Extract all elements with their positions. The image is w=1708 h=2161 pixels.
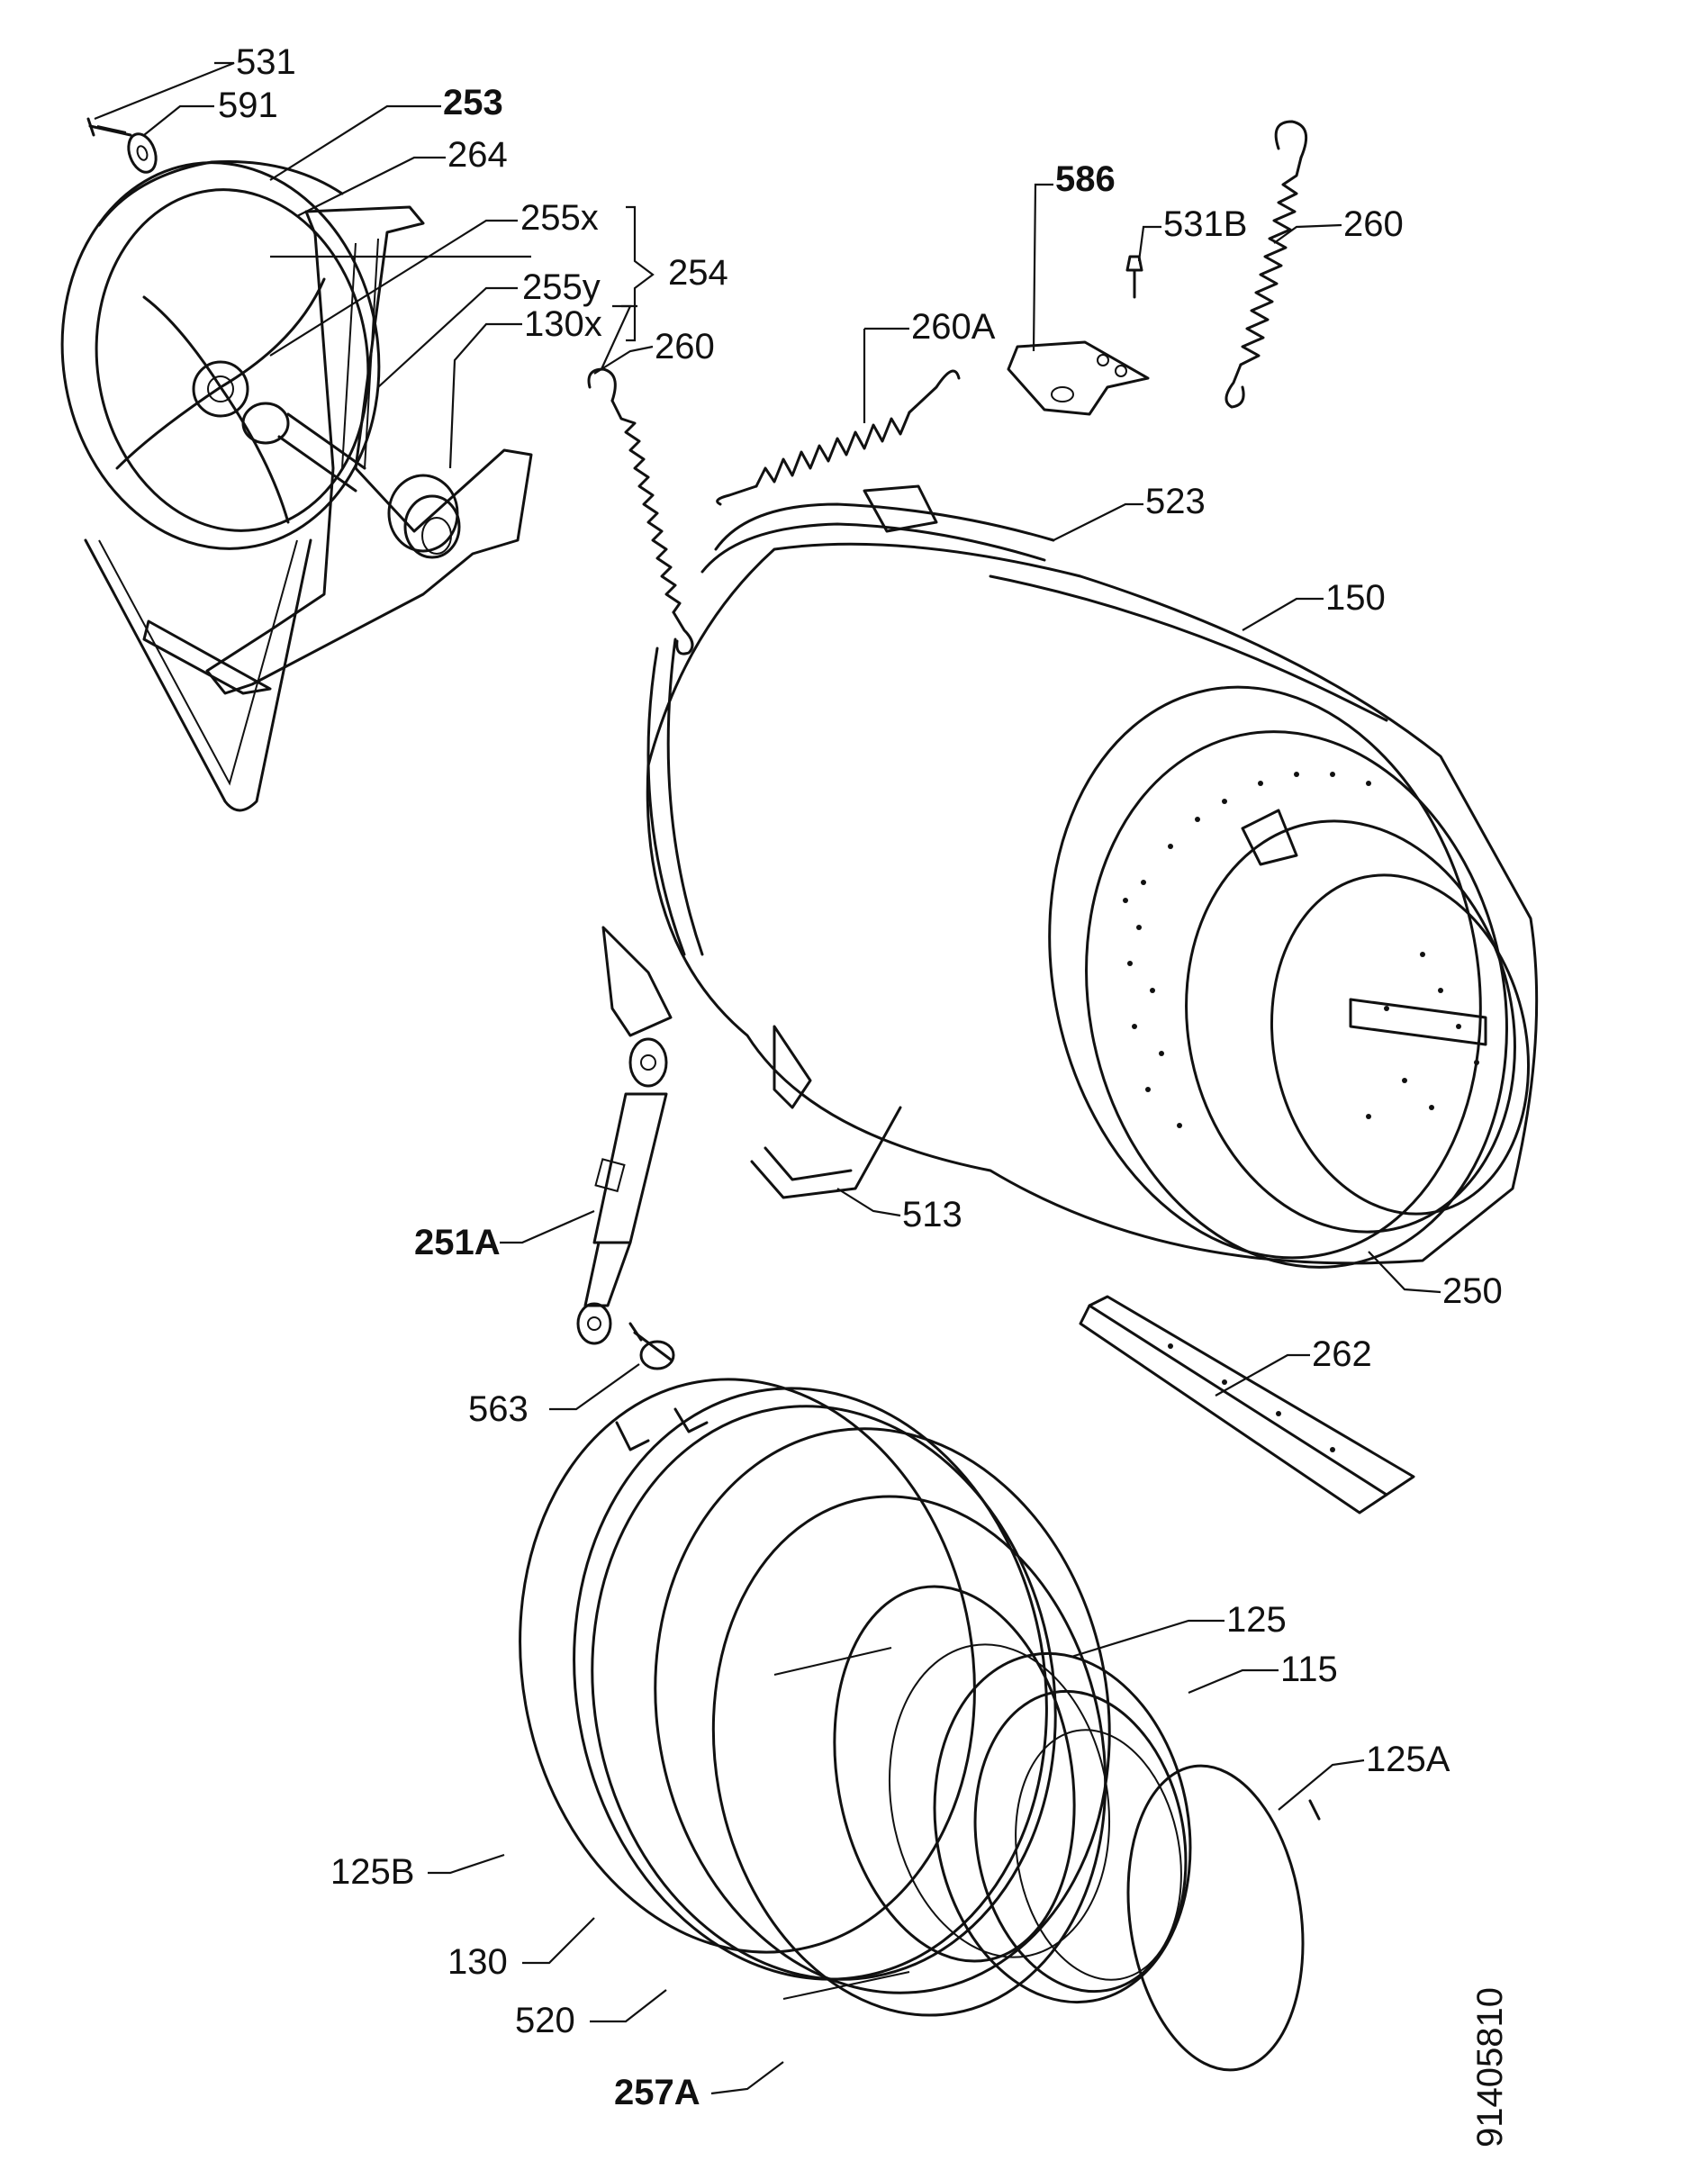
spring-260-right <box>1225 120 1308 409</box>
callout-563: 563 <box>468 1389 529 1429</box>
bolt-563 <box>628 1322 675 1370</box>
screw-531 <box>86 117 132 137</box>
callout-264: 264 <box>447 135 508 175</box>
door-seal-115 <box>933 1651 1192 2004</box>
callout-125B: 125B <box>330 1852 414 1892</box>
callout-254: 254 <box>668 253 728 293</box>
tub-front-130 <box>573 1387 1057 1981</box>
clamp-ring-125A <box>1126 1764 1321 2072</box>
tub-150 <box>646 542 1539 1265</box>
callout-531B: 531B <box>1163 204 1247 244</box>
leader-lines <box>94 61 1441 2095</box>
tub-seal-520 <box>654 1427 1111 1994</box>
callout-260-left: 260 <box>655 327 715 366</box>
callout-253: 253 <box>443 83 503 122</box>
callout-130x: 130x <box>524 304 602 344</box>
callout-523: 523 <box>1145 482 1206 521</box>
callout-labels: 531 591 253 264 255x 254 255y 130x 260 2… <box>218 42 1503 2112</box>
spring-ring-125 <box>888 1643 1111 1958</box>
callout-586: 586 <box>1055 159 1116 199</box>
shock-absorber-251A <box>576 1037 668 1345</box>
counterweight-257A <box>711 1495 1107 2017</box>
tub-band-523 <box>646 484 1055 956</box>
callout-257A: 257A <box>614 2073 700 2112</box>
callout-520: 520 <box>515 2001 575 2040</box>
callout-250: 250 <box>1442 1271 1503 1311</box>
drum-perforations <box>1123 772 1479 1128</box>
callout-251A: 251A <box>414 1223 501 1262</box>
callout-255x: 255x <box>520 198 599 238</box>
tub-feet <box>601 926 812 1109</box>
drum-250 <box>1048 685 1531 1269</box>
group-bracket-254 <box>626 205 655 342</box>
callout-260A: 260A <box>911 307 996 347</box>
spring-260-left <box>587 367 694 656</box>
bracket-586 <box>1007 340 1150 416</box>
callout-255y: 255y <box>522 267 601 307</box>
drum-shaft-bearing <box>241 402 461 559</box>
callout-125: 125 <box>1226 1600 1287 1640</box>
drum-pulley <box>60 159 381 550</box>
clamp-ring-125B <box>519 1378 976 1954</box>
callout-591: 591 <box>218 86 278 125</box>
drive-belt <box>84 538 312 812</box>
spring-260A <box>716 369 961 506</box>
callout-125A: 125A <box>1366 1740 1450 1779</box>
callout-260-right: 260 <box>1343 204 1404 244</box>
callout-262: 262 <box>1312 1334 1372 1374</box>
callout-130: 130 <box>447 1942 508 1982</box>
drum-spider <box>142 205 533 695</box>
drum-paddle-262 <box>1079 1295 1415 1515</box>
callout-513: 513 <box>902 1195 962 1234</box>
tub-mount-513 <box>750 1106 902 1199</box>
callout-150: 150 <box>1325 578 1386 618</box>
drawing-number: 91405810 <box>1470 1987 1510 2147</box>
screw-531B <box>1125 255 1143 299</box>
callout-115: 115 <box>1280 1650 1338 1689</box>
washer-591 <box>127 132 158 174</box>
callout-531: 531 <box>236 42 296 82</box>
